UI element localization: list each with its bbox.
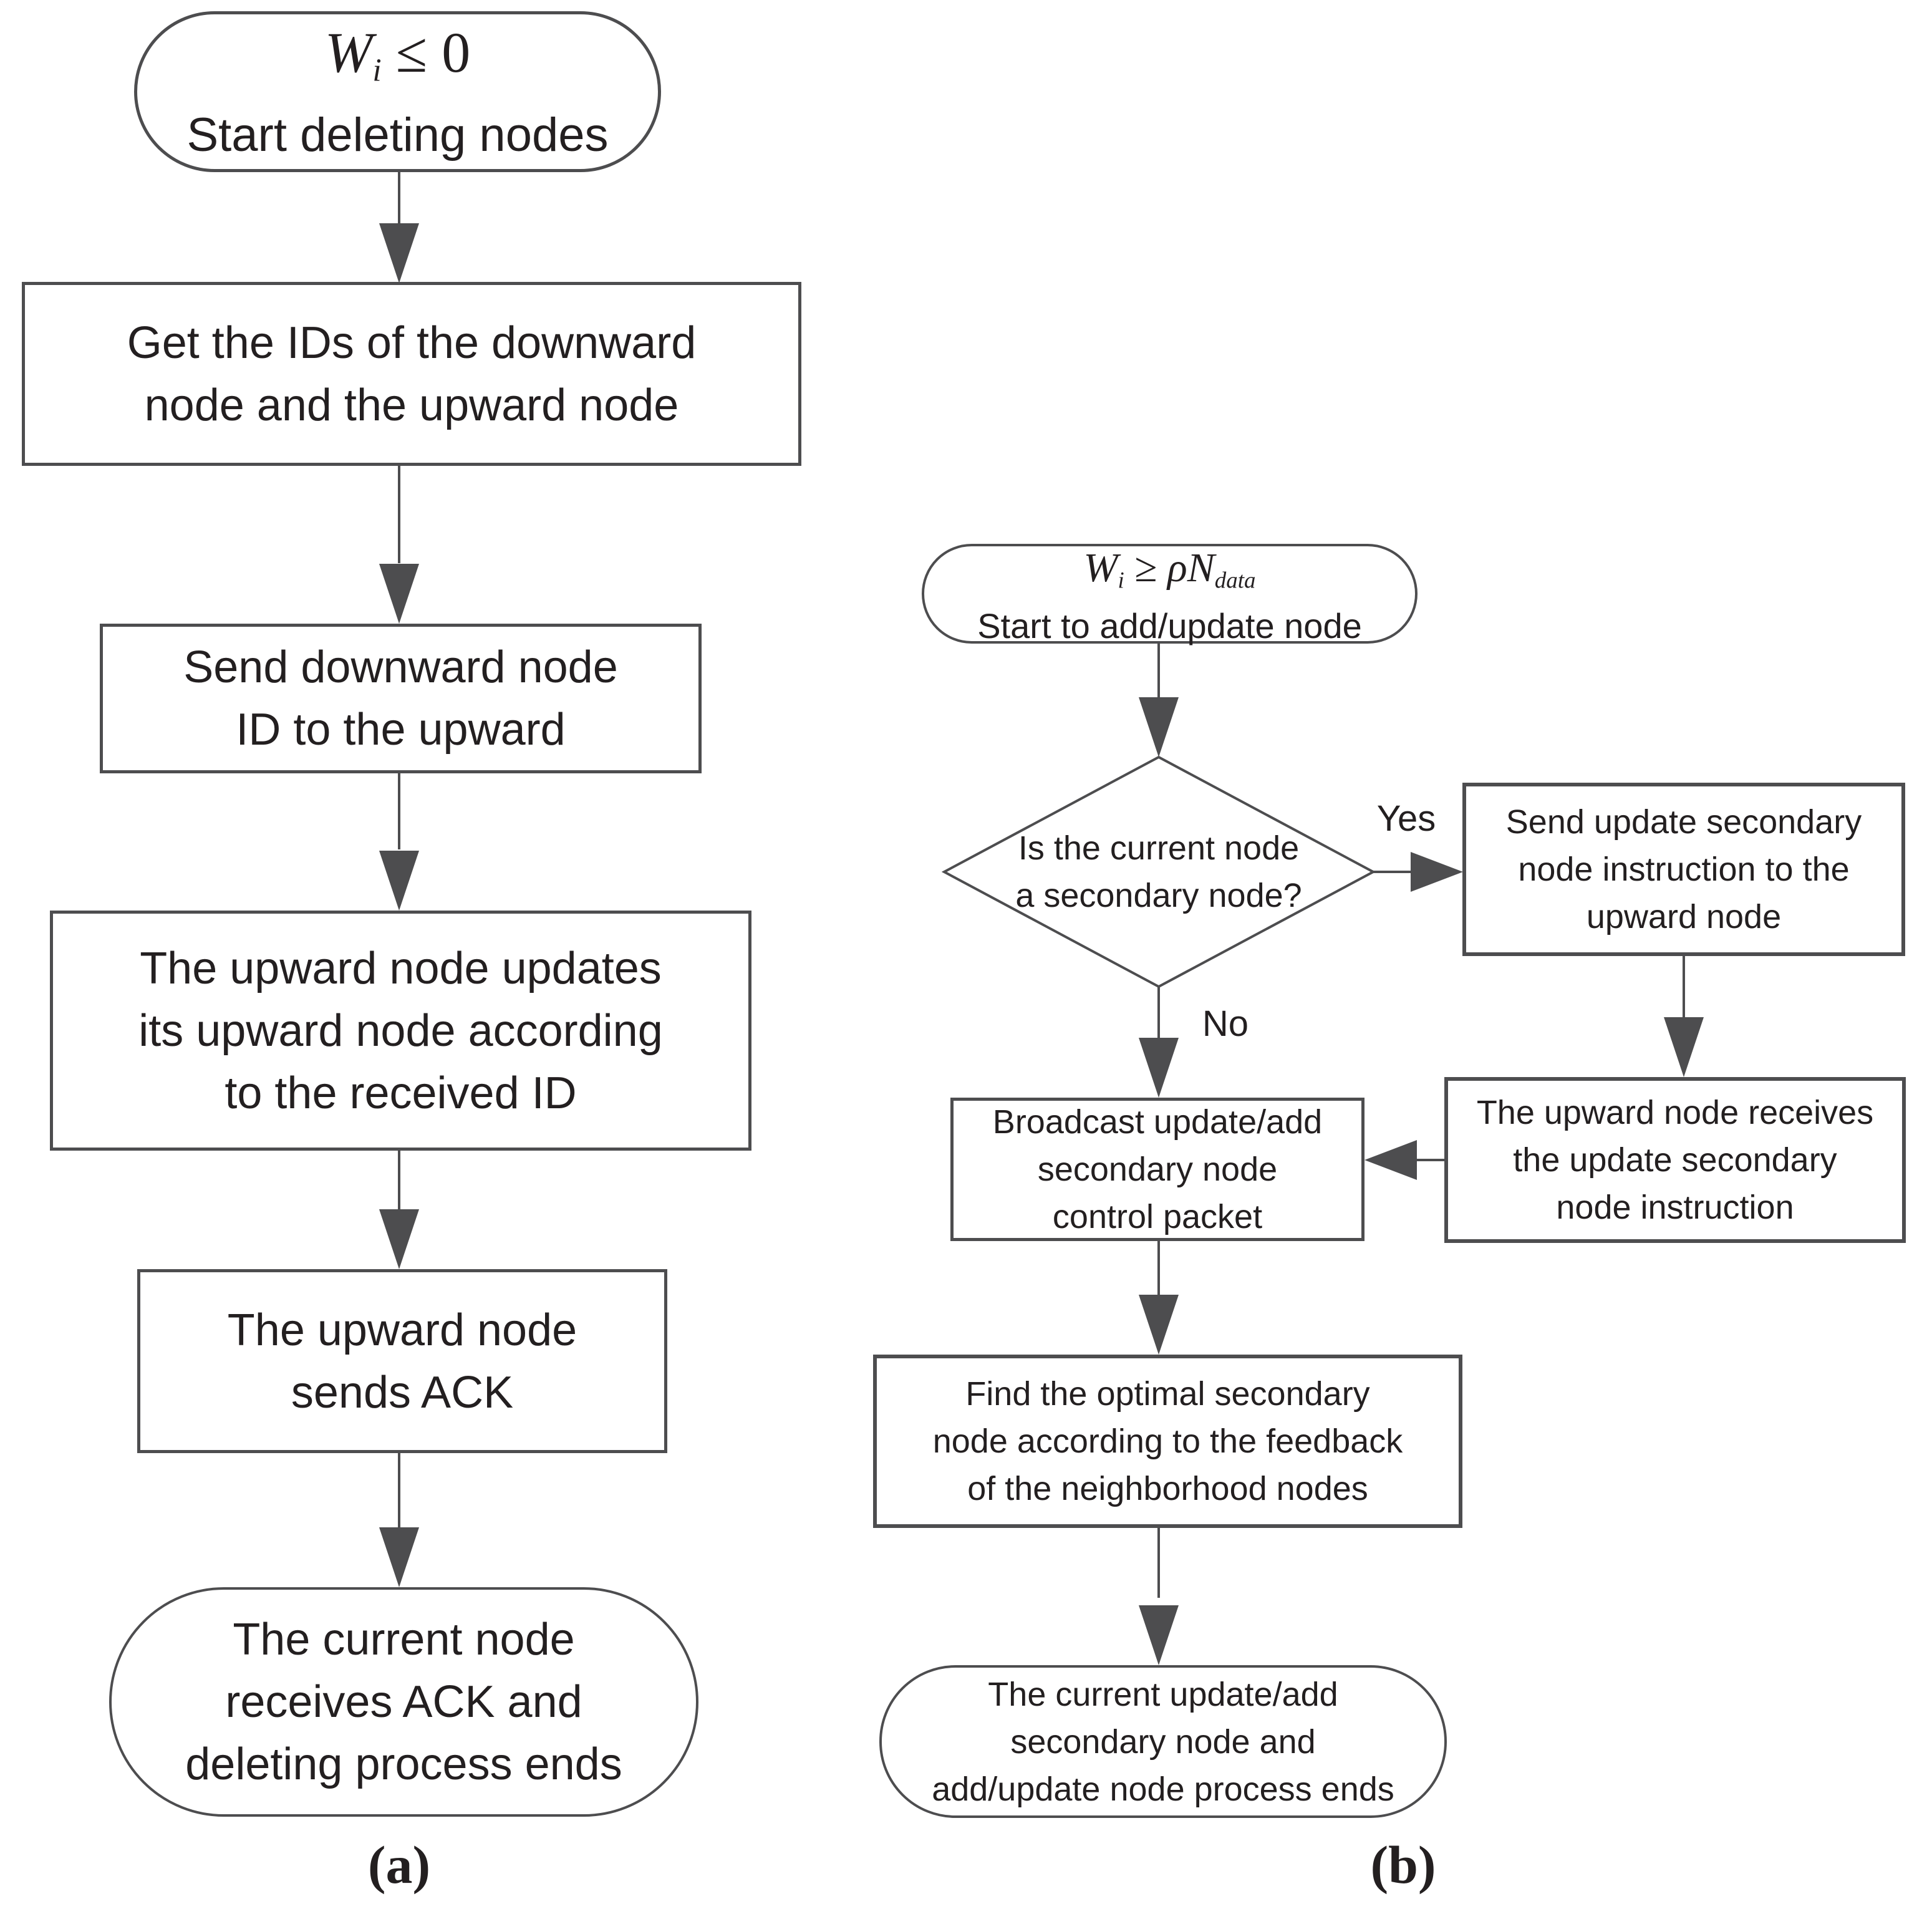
decision-secondary-node: Is the current node a secondary node? xyxy=(941,755,1376,989)
formula-b-rho: ρN xyxy=(1167,545,1215,591)
formula-a-var: W xyxy=(324,21,373,85)
process-send-update-line1: Send update secondary xyxy=(1505,803,1862,841)
connector-b4-line xyxy=(1157,1528,1160,1598)
process-find-optimal: Find the optimal secondary node accordin… xyxy=(873,1355,1462,1528)
process-receive-instruction: The upward node receives the update seco… xyxy=(1444,1077,1906,1243)
terminator-end-b-line2: secondary node and xyxy=(1010,1723,1316,1761)
formula-b-sub: i xyxy=(1118,567,1124,593)
connector-a2-line xyxy=(398,466,400,563)
process-send-id-line1: Send downward node xyxy=(183,642,618,692)
process-find-optimal-line3: of the neighborhood nodes xyxy=(967,1470,1368,1507)
process-get-ids-line2: node and the upward node xyxy=(144,380,679,430)
process-get-ids-line1: Get the IDs of the downward xyxy=(127,317,697,368)
start-a-caption: Start deleting nodes xyxy=(186,108,609,162)
figure-label-a: (a) xyxy=(367,1835,431,1895)
process-update-upward: The upward node updates its upward node … xyxy=(50,911,751,1151)
connector-receive-broadcast-arrowhead-icon xyxy=(1364,1140,1417,1180)
connector-b3-arrowhead-icon xyxy=(1139,1295,1179,1355)
connector-a5-arrowhead-icon xyxy=(379,1527,419,1587)
connector-b2-arrowhead-icon xyxy=(1664,1017,1704,1077)
process-update-upward-line3: to the received ID xyxy=(225,1068,577,1118)
process-send-ack-line1: The upward node xyxy=(227,1305,577,1355)
process-send-id: Send downward node ID to the upward xyxy=(100,624,702,773)
connector-b4-arrowhead-icon xyxy=(1139,1605,1179,1665)
connector-yes-line xyxy=(1373,871,1413,873)
start-b-caption: Start to add/update node xyxy=(977,606,1362,645)
terminator-end-b-line1: The current update/add xyxy=(988,1675,1338,1713)
terminator-end-a-line1: The current node xyxy=(233,1615,575,1665)
terminator-start-a: Wi ≤ 0 Start deleting nodes xyxy=(134,11,661,172)
process-find-optimal-line1: Find the optimal secondary xyxy=(965,1375,1370,1413)
connector-b3-line xyxy=(1157,1241,1160,1296)
connector-a1-arrowhead-icon xyxy=(379,223,419,283)
terminator-end-b-line3: add/update node process ends xyxy=(932,1770,1394,1808)
connector-a3-arrowhead-icon xyxy=(379,851,419,911)
branch-label-yes: Yes xyxy=(1376,798,1436,839)
connector-b1-line xyxy=(1157,644,1160,697)
formula-a-sub: i xyxy=(372,52,382,89)
terminator-end-a-line2: receives ACK and xyxy=(225,1677,582,1727)
connector-receive-broadcast-line xyxy=(1414,1159,1444,1161)
process-send-update-line3: upward node xyxy=(1586,898,1782,935)
connector-a1-line xyxy=(398,172,400,225)
decision-text: Is the current node a secondary node? xyxy=(942,755,1376,989)
connector-a3-line xyxy=(398,773,400,849)
connector-no-line xyxy=(1157,987,1160,1040)
connector-b2-line xyxy=(1683,956,1685,1017)
connector-a4-arrowhead-icon xyxy=(379,1209,419,1269)
process-send-id-line2: ID to the upward xyxy=(236,705,566,755)
terminator-end-a-line3: deleting process ends xyxy=(185,1739,622,1789)
process-update-upward-line2: its upward node according xyxy=(138,1005,663,1056)
connector-no-arrowhead-icon xyxy=(1139,1038,1179,1098)
start-b-formula: Wi ≥ ρNdata xyxy=(1084,542,1256,606)
process-find-optimal-line2: node according to the feedback xyxy=(932,1423,1403,1460)
process-receive-line2: the update secondary xyxy=(1513,1141,1837,1179)
process-receive-line1: The upward node receives xyxy=(1476,1094,1874,1131)
formula-b-var: W xyxy=(1083,545,1118,591)
process-broadcast-line2: secondary node xyxy=(1037,1151,1278,1188)
start-a-formula: Wi ≤ 0 xyxy=(325,18,470,105)
decision-line1: Is the current node xyxy=(1018,829,1300,867)
terminator-end-a: The current node receives ACK and deleti… xyxy=(109,1587,698,1817)
connector-a4-line xyxy=(398,1151,400,1209)
process-broadcast-line1: Broadcast update/add xyxy=(992,1103,1323,1141)
process-send-ack-line2: sends ACK xyxy=(291,1367,514,1418)
process-get-ids: Get the IDs of the downward node and the… xyxy=(22,282,801,466)
decision-line2: a secondary node? xyxy=(1015,877,1302,914)
formula-a-rest: ≤ 0 xyxy=(381,21,471,85)
process-send-update-instruction: Send update secondary node instruction t… xyxy=(1462,783,1905,956)
branch-label-no: No xyxy=(1202,1003,1249,1044)
terminator-start-b: Wi ≥ ρNdata Start to add/update node xyxy=(922,542,1418,645)
process-broadcast-packet: Broadcast update/add secondary node cont… xyxy=(950,1098,1364,1241)
figure-label-b: (b) xyxy=(1370,1835,1436,1895)
formula-b-op: ≥ xyxy=(1124,545,1168,591)
process-broadcast-line3: control packet xyxy=(1052,1198,1263,1235)
connector-a5-line xyxy=(398,1453,400,1529)
process-receive-line3: node instruction xyxy=(1556,1189,1794,1226)
connector-a2-arrowhead-icon xyxy=(379,564,419,624)
connector-yes-arrowhead-icon xyxy=(1411,852,1463,892)
connector-b1-arrowhead-icon xyxy=(1139,697,1179,757)
process-update-upward-line1: The upward node updates xyxy=(140,943,662,993)
terminator-end-b: The current update/add secondary node an… xyxy=(879,1665,1447,1818)
process-send-ack: The upward node sends ACK xyxy=(137,1269,667,1453)
process-send-update-line2: node instruction to the xyxy=(1518,851,1850,888)
formula-b-rho-sub: data xyxy=(1214,567,1256,593)
